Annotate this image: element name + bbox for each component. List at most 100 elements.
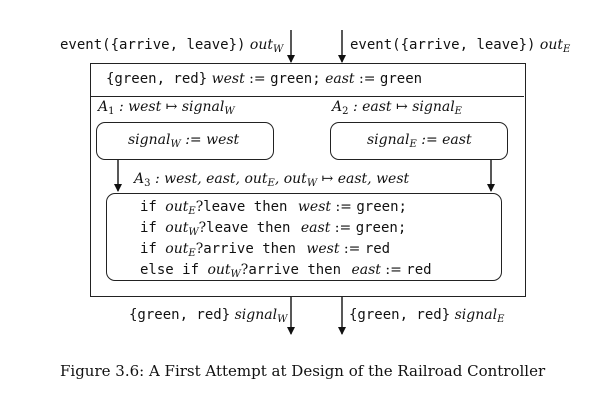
actor1-out-sub: W (224, 106, 235, 117)
code-query: ? (195, 241, 204, 257)
actor2-out: signal (412, 99, 455, 115)
code-keyword: if (140, 241, 166, 257)
code-lhs: east (351, 262, 381, 278)
code-event: arrive then (248, 262, 350, 278)
code-rhs: red (364, 241, 391, 257)
code-query: ? (198, 220, 207, 236)
actor1-body-rhs: := west (185, 132, 240, 148)
output-west-type: {green, red} (129, 307, 231, 323)
state-assign-1: := (249, 71, 266, 87)
code-keyword: else if (140, 262, 208, 278)
state-divider (90, 96, 524, 97)
actor2-header: A2 : east ↦ signalE (332, 99, 462, 117)
actor2-out-sub: E (454, 106, 462, 117)
actor3-header: A3 : west, east, outE, outW ↦ east, west (134, 171, 409, 189)
actor2-body: signalE := east (330, 122, 508, 160)
actor3-sig-pre: : west, east, out (154, 171, 268, 187)
code-keyword: if (140, 199, 166, 215)
input-west-var: out (249, 37, 273, 53)
code-line: if outE?arrive then west := red (140, 239, 432, 260)
actor2-code: signalE := east (367, 132, 472, 150)
actor1-name: A (98, 99, 109, 115)
code-lhs: west (297, 199, 332, 215)
code-query: ? (195, 199, 204, 215)
actor3-arrow: ↦ (321, 171, 334, 187)
code-line: else if outW?arrive then east := red (140, 260, 432, 281)
input-east-event: event (350, 37, 393, 53)
actor2-name: A (332, 99, 343, 115)
input-label-west: event({arrive, leave}) outW (60, 37, 283, 55)
code-event: arrive then (203, 241, 305, 257)
actor2-body-rhs: := east (421, 132, 472, 148)
output-label-west: {green, red} signalW (129, 307, 287, 325)
output-east-var: signal (454, 307, 498, 323)
code-line: if outE?leave then west := green; (140, 197, 432, 218)
code-rhs: red (406, 262, 432, 278)
code-sub: E (188, 206, 196, 217)
code-event: leave then (206, 220, 299, 236)
actor3-sub2: W (306, 178, 318, 189)
input-west-event: event (60, 37, 103, 53)
code-sub: W (230, 269, 241, 280)
code-rhs: green; (356, 199, 407, 215)
state-west-rhs: green; (270, 71, 321, 87)
code-assign: := (331, 199, 357, 215)
code-assign: := (339, 241, 365, 257)
code-assign: := (330, 220, 356, 236)
state-east-lhs: east (325, 71, 355, 87)
code-var: out (165, 241, 189, 257)
state-type: {green, red} (106, 71, 208, 87)
actor1-body-sub: W (170, 139, 181, 150)
code-sub: E (188, 248, 196, 259)
input-west-sub: W (272, 44, 284, 55)
code-query: ? (240, 262, 249, 278)
input-east-set: ({arrive, leave}) (392, 37, 536, 53)
actor3-sub1: E (267, 178, 275, 189)
actor3-idx: 3 (144, 178, 151, 189)
actor2-idx: 2 (342, 106, 349, 117)
state-declaration: {green, red} west := green; east := gree… (106, 71, 422, 87)
actor1-arrow: ↦ (165, 99, 178, 115)
output-label-east: {green, red} signalE (349, 307, 504, 325)
state-east-rhs: green (379, 71, 423, 87)
code-var: out (165, 220, 189, 236)
actor1-body: signalW := west (96, 122, 274, 160)
code-keyword: if (140, 220, 166, 236)
actor3-body: if outE?leave then west := green;if outW… (106, 193, 502, 281)
state-west-lhs: west (211, 71, 245, 87)
actor2-body-lhs: signal (367, 132, 410, 148)
actor1-sig-pre: : west (118, 99, 162, 115)
input-east-var: out (539, 37, 563, 53)
code-rhs: green; (355, 220, 407, 236)
code-lhs: west (306, 241, 340, 257)
actor1-body-lhs: signal (128, 132, 171, 148)
input-west-set: ({arrive, leave}) (102, 37, 246, 53)
actor1-header: A1 : west ↦ signalW (98, 99, 235, 117)
figure-caption: Figure 3.6: A First Attempt at Design of… (60, 362, 546, 380)
code-sub: W (188, 227, 199, 238)
actor2-body-sub: E (409, 139, 417, 150)
code-line: if outW?leave then east := green; (140, 218, 432, 239)
code-event: leave then (203, 199, 296, 215)
actor1-code: signalW := west (128, 132, 239, 150)
input-east-sub: E (562, 44, 571, 55)
actor3-sig-post: east, west (337, 171, 410, 187)
output-east-sub: E (497, 314, 505, 325)
actor2-sig-pre: : east (352, 99, 392, 115)
code-assign: := (380, 262, 407, 278)
actor3-code-block: if outE?leave then west := green;if outW… (140, 197, 432, 281)
input-label-east: event({arrive, leave}) outE (350, 37, 570, 55)
code-var: out (207, 262, 231, 278)
output-west-var: signal (234, 307, 278, 323)
actor1-idx: 1 (108, 106, 115, 117)
actor1-out: signal (181, 99, 225, 115)
actor3-sig-mid: , out (274, 171, 307, 187)
output-east-type: {green, red} (349, 307, 451, 323)
code-var: out (165, 199, 189, 215)
state-assign-2: := (359, 71, 376, 87)
actor3-name: A (134, 171, 145, 187)
output-west-sub: W (277, 314, 288, 325)
code-lhs: east (300, 220, 331, 236)
controller-box (90, 63, 526, 297)
